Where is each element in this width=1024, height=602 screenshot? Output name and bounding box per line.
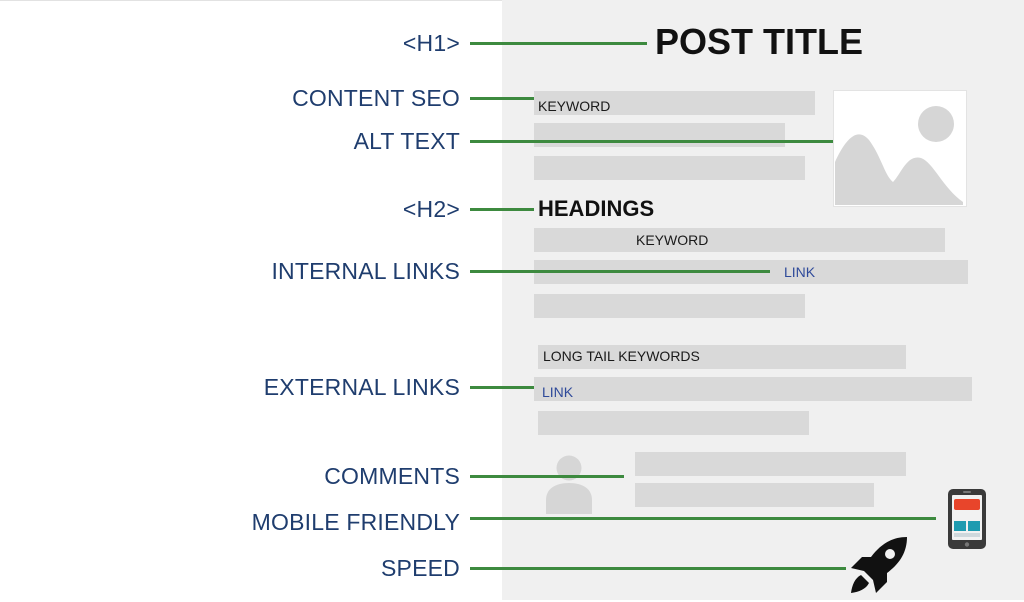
label-external-links: EXTERNAL LINKS [263,374,460,400]
label-internal-links: INTERNAL LINKS [271,258,460,284]
text-line [534,228,945,252]
connector-line [470,42,647,45]
connector-line [470,475,624,478]
comment-line [635,452,906,476]
label-h2: <H2> [402,196,460,222]
long-tail-keywords-text: LONG TAIL KEYWORDS [543,348,700,364]
text-line [534,123,785,147]
image-placeholder-icon [833,90,967,207]
text-line [538,345,906,369]
label-content-seo: CONTENT SEO [292,85,460,111]
label-mobile-friendly: MOBILE FRIENDLY [251,509,460,535]
external-link-text: LINK [542,384,574,400]
rocket-icon [847,533,911,597]
keyword-text: KEYWORD [538,98,611,114]
connector-line [470,567,846,570]
comment-line [635,483,874,507]
label-comments: COMMENTS [324,463,460,489]
text-line [538,411,809,435]
text-line [534,91,815,115]
connector-line [470,270,770,273]
post-title: POST TITLE [655,21,864,62]
label-alt-text: ALT TEXT [353,128,460,154]
connector-line [470,97,534,100]
connector-line [470,517,936,520]
headings-text: HEADINGS [538,196,655,221]
connector-line [470,208,534,211]
user-avatar-icon [544,452,594,514]
connector-line [470,140,833,143]
label-speed: SPEED [381,555,460,581]
internal-link-text: LINK [784,264,816,280]
keyword-text: KEYWORD [636,232,709,248]
mobile-phone-icon [947,488,987,550]
connector-line [470,386,534,389]
text-line [534,377,972,401]
text-line [534,294,805,318]
label-h1: <H1> [402,30,460,56]
text-line [534,156,805,180]
